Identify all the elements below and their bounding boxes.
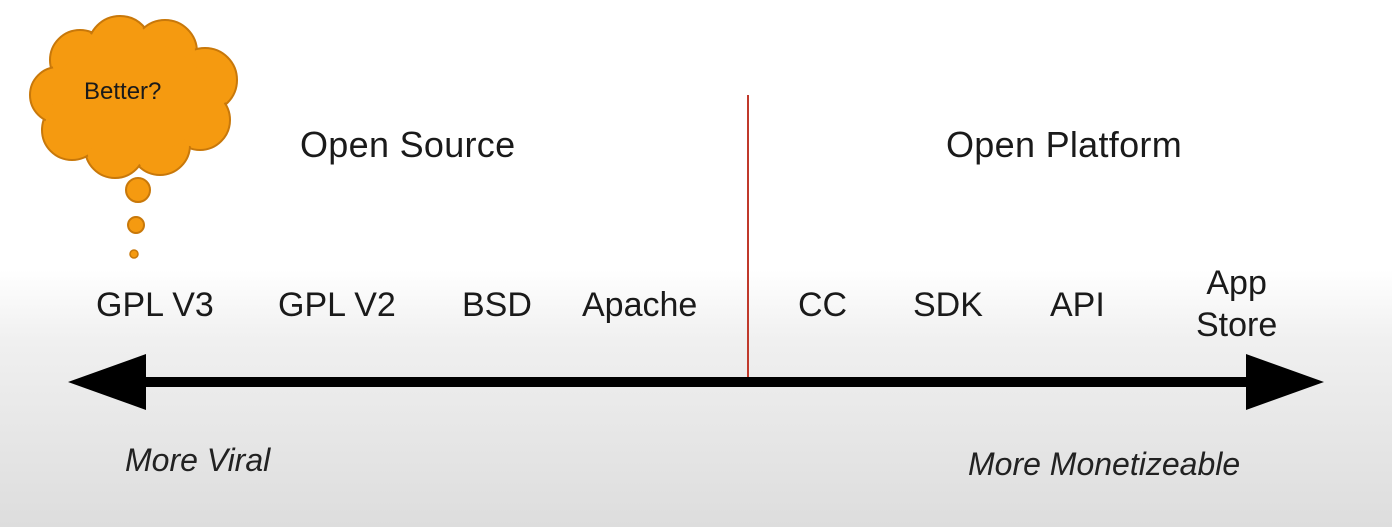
thought-bubble-text: Better?: [84, 78, 162, 105]
license-gpl-v2: GPL V2: [278, 286, 396, 324]
bubble-dot-large: [125, 177, 151, 203]
caption-more-monetizeable: More Monetizeable: [968, 446, 1241, 482]
arrow-shaft: [140, 377, 1250, 387]
divider-line: [747, 95, 749, 385]
bubble-dot-medium: [127, 216, 145, 234]
caption-more-viral: More Viral: [125, 442, 271, 478]
thought-bubble: [29, 15, 238, 259]
license-app-store: App Store: [1196, 264, 1278, 344]
license-sdk: SDK: [913, 286, 983, 324]
license-gpl-v3: GPL V3: [96, 286, 214, 324]
arrow-head-left: [68, 354, 146, 410]
heading-open-platform: Open Platform: [946, 124, 1183, 165]
heading-open-source: Open Source: [300, 124, 516, 165]
license-apache: Apache: [582, 286, 698, 324]
license-api: API: [1050, 286, 1105, 324]
license-bsd: BSD: [462, 286, 532, 324]
bubble-dot-small: [129, 249, 139, 259]
arrow-head-right: [1246, 354, 1324, 410]
license-cc: CC: [798, 286, 848, 324]
